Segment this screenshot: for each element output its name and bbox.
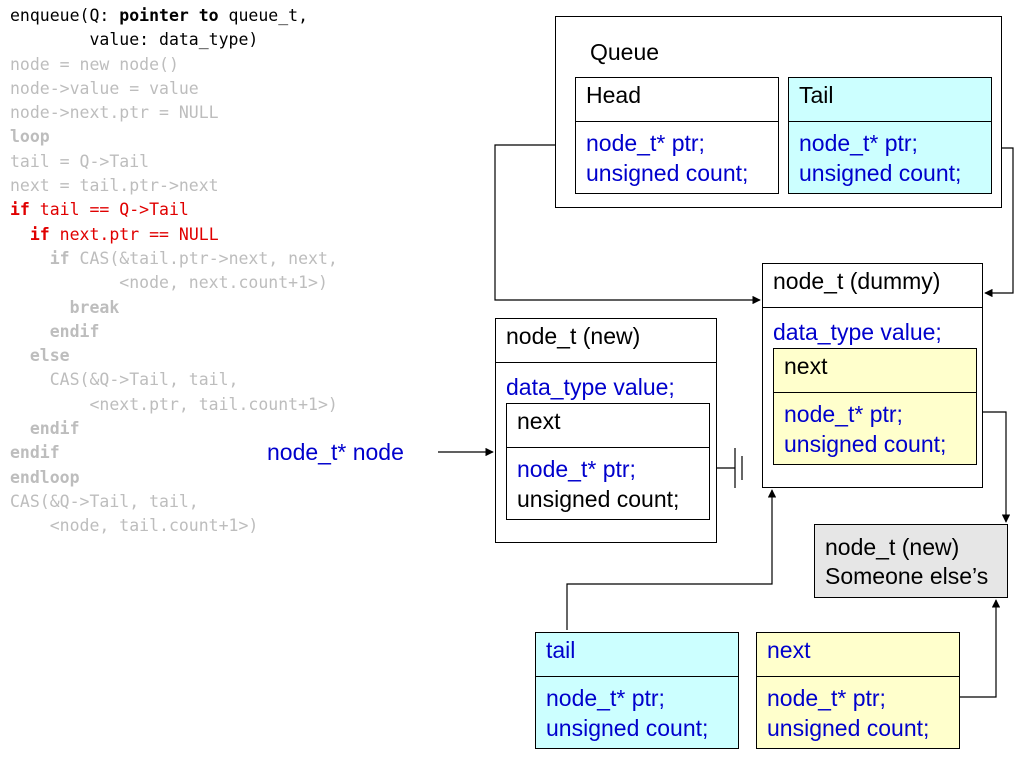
code-line: enqueue(Q: pointer to queue_t,: [10, 4, 338, 28]
code-line: CAS(&Q->Tail, tail,: [10, 490, 338, 514]
dummy-next-field: next node_t* ptr; unsigned count;: [773, 348, 977, 465]
queue-tail-count: unsigned count;: [799, 160, 962, 186]
code-line: loop: [10, 125, 338, 149]
code-text: <node, tail.count+1>): [10, 516, 259, 536]
new-next-ptr: node_t* ptr;: [517, 456, 636, 482]
local-tail-count: unsigned count;: [546, 715, 709, 741]
code-line: break: [10, 296, 338, 320]
code-line: if CAS(&tail.ptr->next, next,: [10, 247, 338, 271]
code-keyword: if: [29, 224, 50, 244]
code-line: <next.ptr, tail.count+1>): [10, 393, 338, 417]
queue-head-count: unsigned count;: [586, 160, 749, 186]
queue-head-field: Head node_t* ptr; unsigned count;: [575, 77, 779, 194]
local-tail-label: tail: [536, 633, 738, 677]
code-line: value: data_type): [10, 28, 338, 52]
queue-title: Queue: [590, 39, 660, 65]
dummy-next-count: unsigned count;: [784, 431, 947, 457]
code-line: node = new node(): [10, 53, 338, 77]
local-next-ptr: node_t* ptr;: [767, 685, 886, 711]
dummy-node-title: node_t (dummy): [763, 264, 982, 308]
code-text: CAS(&Q->Tail, tail,: [10, 491, 199, 511]
code-keyword: break: [69, 297, 120, 317]
code-text: queue_t,: [218, 6, 309, 25]
code-line: endloop: [10, 466, 338, 490]
local-next-count: unsigned count;: [767, 715, 930, 741]
code-line: <node, tail.count+1>): [10, 514, 338, 538]
code-text: next = tail.ptr->next: [10, 176, 219, 196]
head-to-dummy-arrow: [494, 144, 761, 305]
code-keyword: if: [49, 248, 70, 268]
code-text: node->next.ptr = NULL: [10, 103, 219, 123]
code-text: CAS(&Q->Tail, tail,: [10, 370, 239, 390]
code-line: endif: [10, 320, 338, 344]
code-keyword: endloop: [10, 467, 80, 487]
dummy-node: node_t (dummy) data_type value; next nod…: [762, 263, 983, 488]
code-keyword: else: [29, 346, 70, 366]
code-line: tail = Q->Tail: [10, 150, 338, 174]
queue-tail-field: Tail node_t* ptr; unsigned count;: [788, 77, 992, 194]
local-next-var: next node_t* ptr; unsigned count;: [756, 632, 960, 749]
code-line: <node, next.count+1>): [10, 271, 338, 295]
queue-tail-ptr: node_t* ptr;: [799, 130, 918, 156]
node-pointer-label: node_t* node: [267, 439, 404, 465]
code-keyword: if: [10, 200, 30, 220]
local-next-label: next: [757, 633, 959, 677]
other-node-owner: Someone else’s: [825, 563, 989, 589]
code-text: <next.ptr, tail.count+1>): [10, 394, 338, 414]
code-line: endif: [10, 441, 338, 465]
code-text: tail == Q->Tail: [29, 200, 189, 220]
code-line: next = tail.ptr->next: [10, 174, 338, 198]
code-keyword: endif: [10, 443, 60, 463]
new-next-count: unsigned count;: [517, 486, 680, 512]
new-next-label: next: [507, 404, 709, 448]
new-next-field: next node_t* ptr; unsigned count;: [506, 403, 710, 520]
dummy-node-value: data_type value;: [773, 319, 942, 345]
code-text: value: data_type): [10, 30, 259, 50]
local-tail-ptr: node_t* ptr;: [546, 685, 665, 711]
other-node: node_t (new) Someone else’s: [814, 524, 1008, 598]
code-line: CAS(&Q->Tail, tail,: [10, 368, 338, 392]
code-keyword: loop: [10, 127, 50, 147]
queue-head-ptr: node_t* ptr;: [586, 130, 705, 156]
code-text: node = new node(): [10, 54, 179, 74]
code-text: CAS(&tail.ptr->next, next,: [69, 248, 338, 268]
code-line: if tail == Q->Tail: [10, 198, 338, 222]
code-text: tail = Q->Tail: [10, 151, 150, 171]
new-node-title: node_t (new): [496, 319, 716, 363]
new-node-value: data_type value;: [506, 374, 675, 400]
queue-head-label: Head: [576, 78, 778, 122]
code-line: endif: [10, 417, 338, 441]
other-node-title: node_t (new): [825, 534, 960, 560]
dummy-next-label: next: [774, 349, 976, 393]
code-text: <node, next.count+1>): [10, 273, 328, 293]
code-text: next.ptr == NULL: [49, 224, 219, 244]
code-keyword: endif: [49, 321, 100, 341]
code-keyword: pointer to: [119, 6, 219, 25]
code-text: enqueue(Q:: [10, 6, 120, 25]
code-text: node->value = value: [10, 78, 199, 98]
code-keyword: endif: [29, 419, 80, 439]
new-node: node_t (new) data_type value; next node_…: [495, 318, 717, 543]
local-tail-arrow: [566, 489, 777, 630]
code-line: else: [10, 344, 338, 368]
pseudocode-listing: enqueue(Q: pointer to queue_t, value: da…: [10, 4, 338, 539]
local-tail-var: tail node_t* ptr; unsigned count;: [535, 632, 739, 749]
code-line: if next.ptr == NULL: [10, 223, 338, 247]
code-line: node->next.ptr = NULL: [10, 101, 338, 125]
dummy-next-ptr: node_t* ptr;: [784, 401, 903, 427]
code-line: node->value = value: [10, 77, 338, 101]
queue-tail-label: Tail: [789, 78, 991, 122]
